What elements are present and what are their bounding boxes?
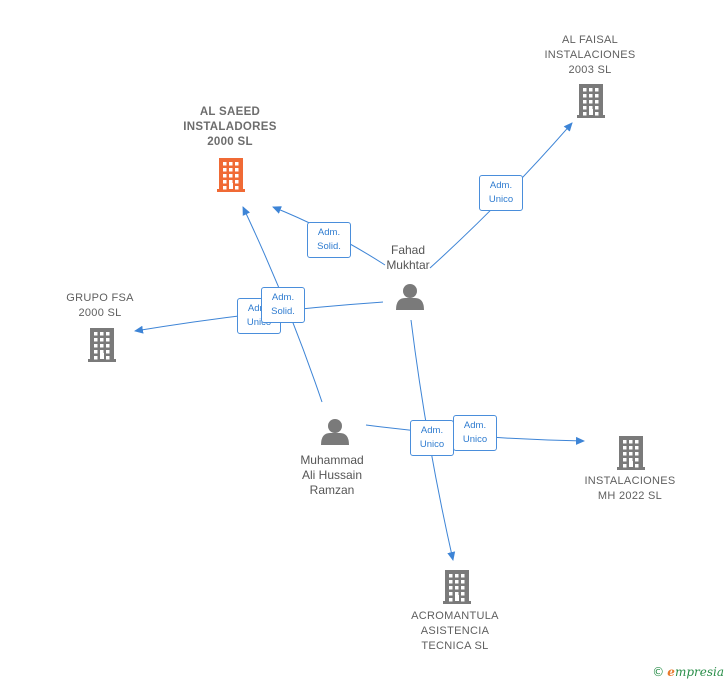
building-icon[interactable] (617, 436, 645, 470)
node-label-muhammad[interactable]: Muhammad Ali Hussain Ramzan (300, 453, 364, 497)
icons (88, 84, 645, 604)
building-icon[interactable] (577, 84, 605, 118)
node-label-al-faisal[interactable]: AL FAISAL INSTALACIONES 2003 SL (544, 34, 636, 76)
edge-label-muhammad-al-saeed: Adm. Solid. (261, 287, 305, 323)
edge-label-fahad-al-faisal: Adm. Unico (479, 175, 523, 211)
node-label-grupo-fsa[interactable]: GRUPO FSA 2000 SL (66, 292, 134, 319)
person-icon[interactable] (321, 419, 349, 445)
building-icon[interactable] (217, 158, 245, 192)
building-icon[interactable] (443, 570, 471, 604)
node-label-fahad[interactable]: Fahad Mukhtar (386, 243, 430, 272)
node-label-al-saeed[interactable]: AL SAEED INSTALADORES 2000 SL (183, 106, 277, 148)
node-label-instalaciones-mh[interactable]: INSTALACIONES MH 2022 SL (584, 475, 676, 502)
edge-label-muhammad-instalaciones-mh: Adm. Unico (453, 415, 497, 451)
empresia-credit[interactable]: ©empresia (652, 665, 724, 679)
empresia-logo-e: e (667, 665, 675, 679)
person-icon[interactable] (396, 284, 424, 310)
copyright-symbol: © (652, 665, 665, 679)
empresia-logo-text: mpresia (674, 665, 724, 679)
edge-label-fahad-al-saeed: Adm. Solid. (307, 222, 351, 258)
building-icon[interactable] (88, 328, 116, 362)
node-label-acromantula[interactable]: ACROMANTULA ASISTENCIA TECNICA SL (411, 610, 499, 652)
edge-label-fahad-acromantula: Adm. Unico (410, 420, 454, 456)
